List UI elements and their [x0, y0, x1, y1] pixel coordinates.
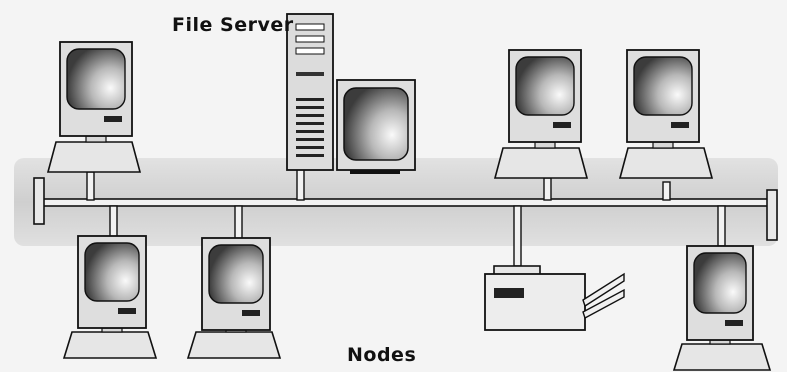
node-computer-icon — [186, 237, 282, 359]
printer-icon — [484, 265, 625, 331]
node-computer-icon — [618, 49, 714, 179]
workstation-nodes — [46, 41, 772, 371]
file-server-label: File Server — [172, 14, 294, 36]
node-computer-icon — [493, 49, 589, 179]
file-server-tower-icon — [286, 13, 334, 171]
server-monitor-icon — [336, 79, 416, 174]
node-computer-icon — [672, 245, 772, 371]
node-computer-icon — [62, 235, 158, 359]
node-computer-icon — [46, 41, 142, 173]
nodes-label: Nodes — [347, 344, 417, 366]
bus-cable — [33, 177, 778, 241]
